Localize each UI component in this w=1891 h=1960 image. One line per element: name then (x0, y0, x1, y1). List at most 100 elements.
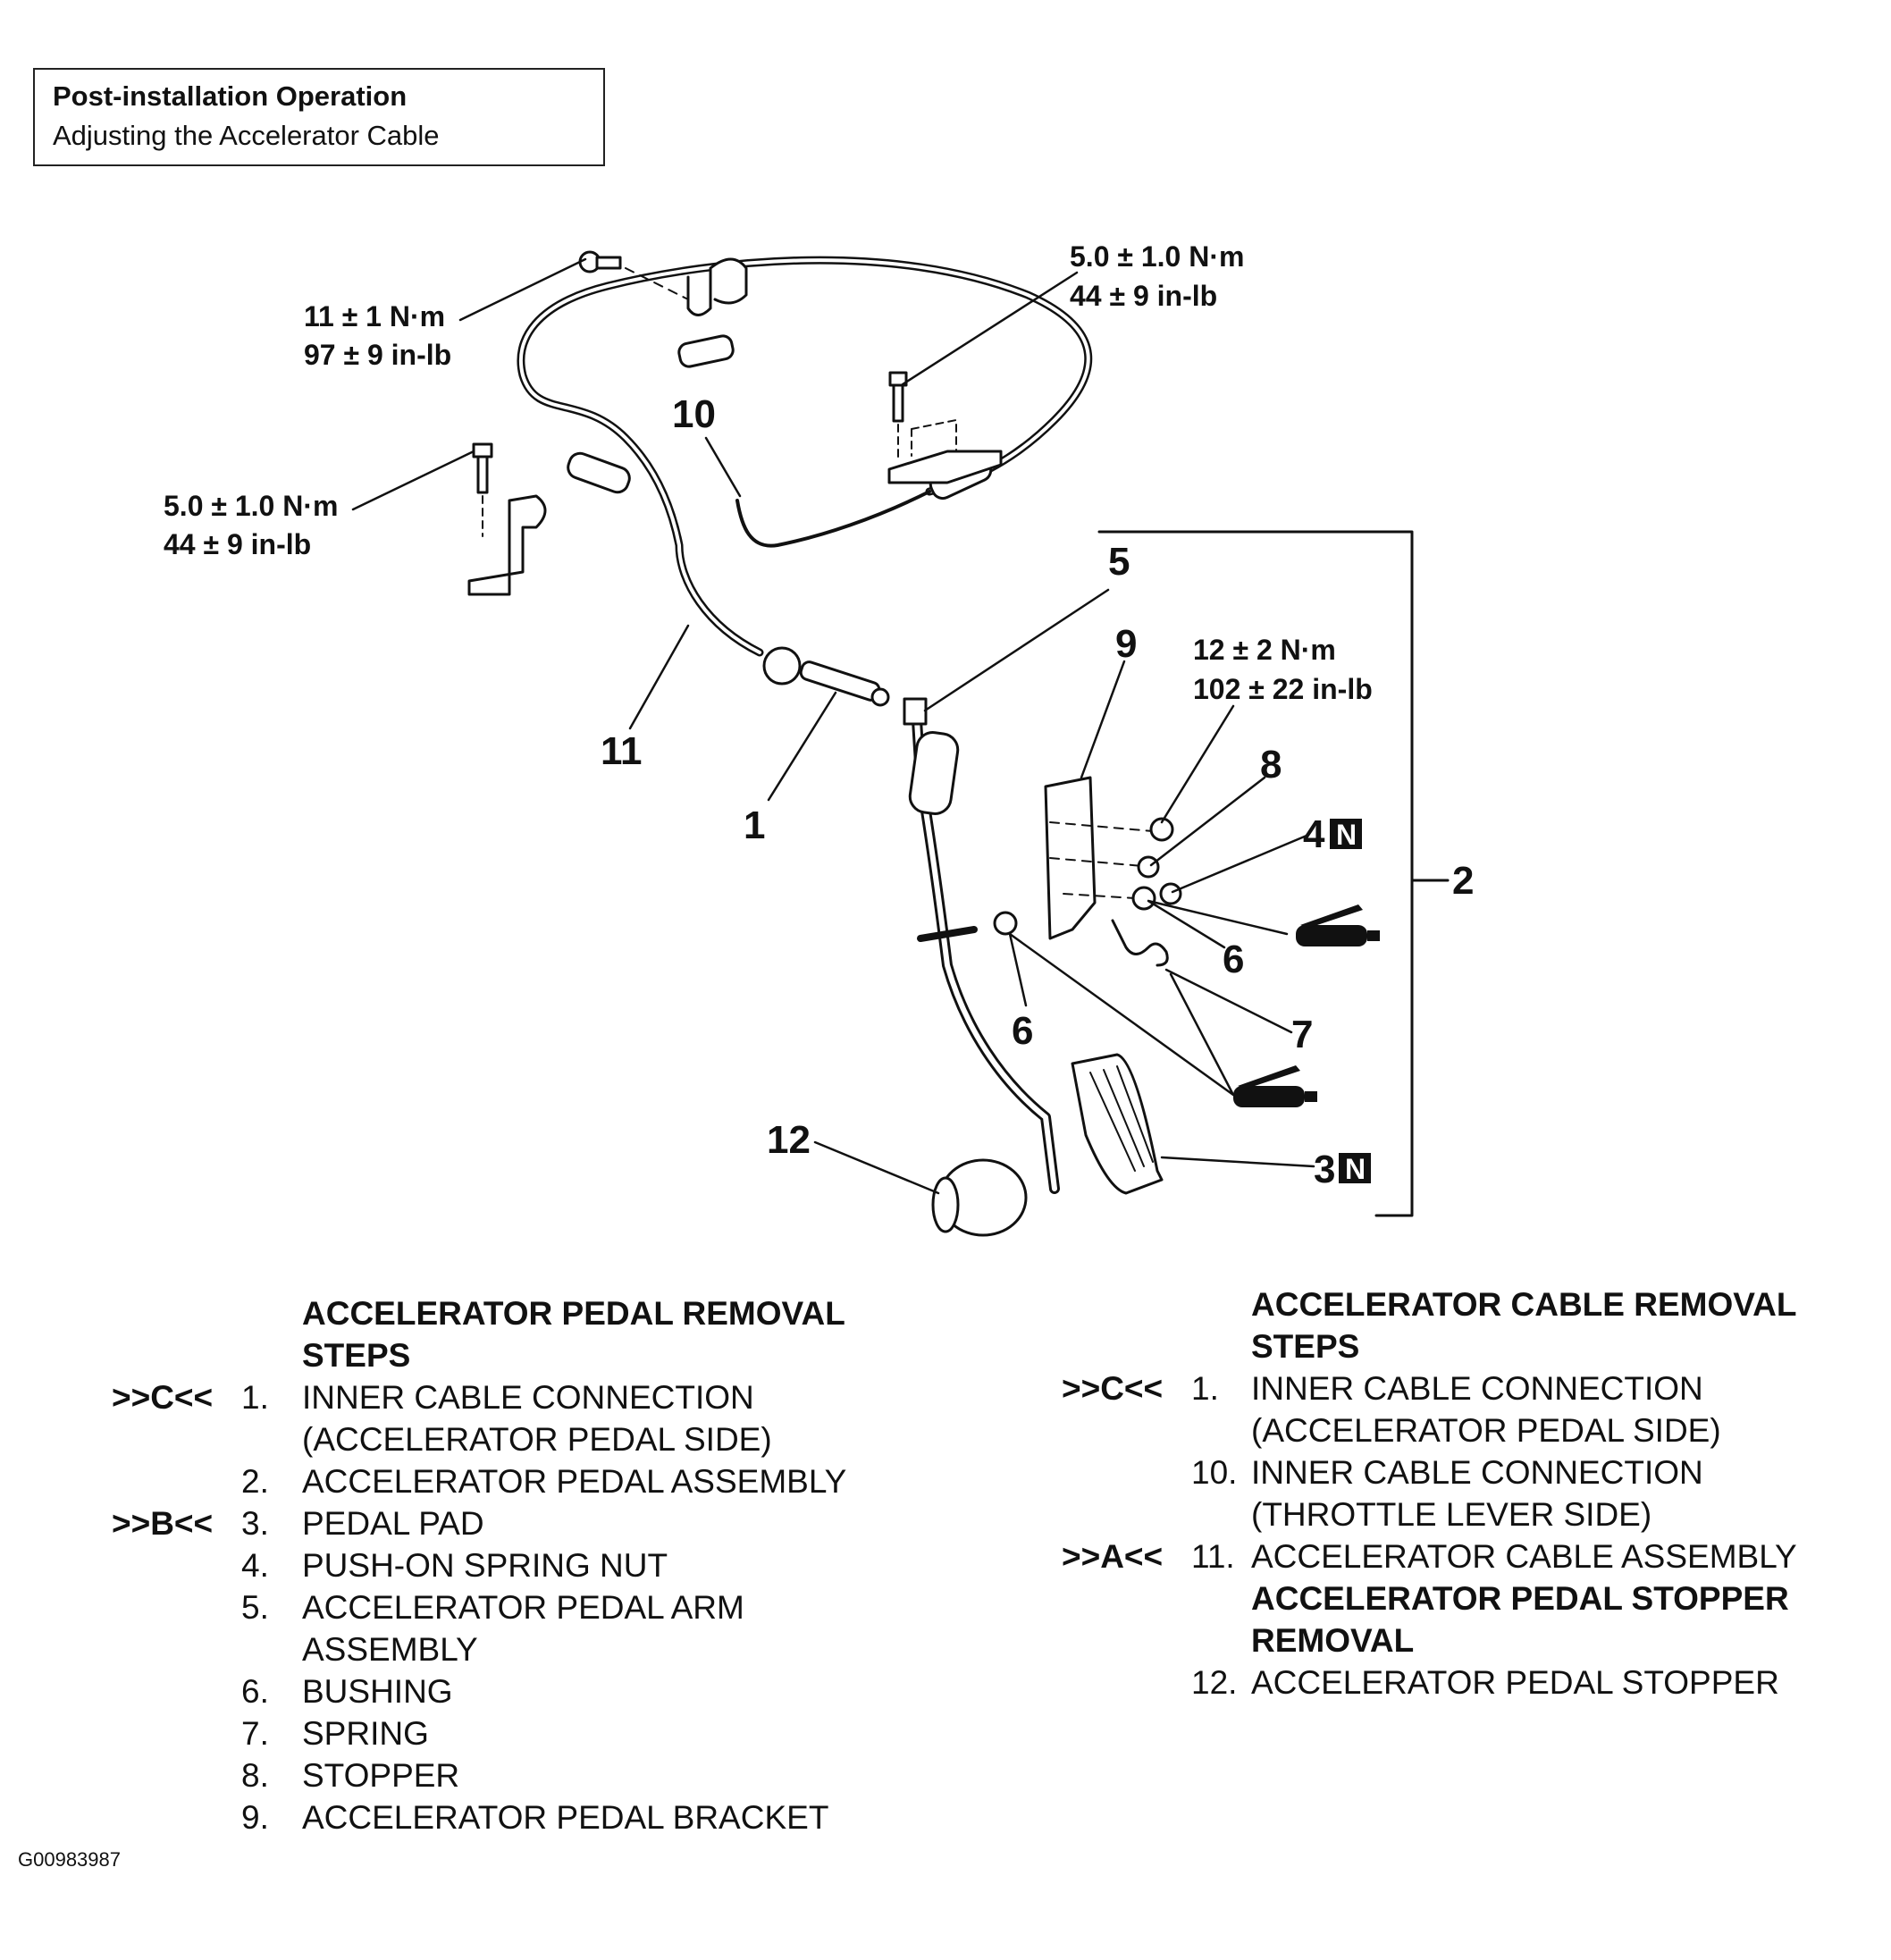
callout-7: 7 (1291, 1013, 1313, 1056)
leader-7 (1164, 968, 1293, 1034)
bolt-mid (888, 371, 908, 423)
callout-6-right: 6 (1223, 938, 1244, 981)
leader-1 (767, 691, 837, 802)
pedal-arm-pivot-shaft (917, 926, 978, 942)
right-subheading-2: REMOVAL (1251, 1622, 1415, 1659)
callout-9: 9 (1115, 622, 1137, 666)
torque-label-1-inlb: 97 ± 9 in-lb (304, 339, 451, 371)
leader-11 (628, 624, 690, 730)
torque-label-1-nm: 11 ± 1 N·m (304, 300, 445, 332)
left-step-5-num: 5. (241, 1589, 269, 1626)
callout-3: 3 (1314, 1148, 1335, 1191)
left-step-1-marker: >>C<< (112, 1379, 214, 1416)
bolt-left (472, 442, 493, 494)
left-step-3-marker: >>B<< (112, 1505, 214, 1542)
leader-12 (813, 1140, 940, 1195)
torque-label-3-inlb: 44 ± 9 in-lb (164, 528, 311, 560)
left-step-6-line-1: BUSHING (302, 1673, 453, 1710)
cable-end-fitting (799, 660, 881, 702)
leader-3 (1160, 1156, 1315, 1168)
torque-label-4-nm: 12 ± 2 N·m (1193, 634, 1336, 666)
left-step-7-num: 7. (241, 1715, 269, 1752)
torque-label-2-inlb: 44 ± 9 in-lb (1070, 280, 1217, 312)
left-step-6-num: 6. (241, 1673, 269, 1710)
right-step-1-line-2: (ACCELERATOR PEDAL SIDE) (1251, 1412, 1721, 1449)
assembly-bracket-line (1097, 530, 1414, 1217)
new-part-mark-4: N (1336, 819, 1357, 851)
left-step-2-num: 2. (241, 1463, 269, 1500)
stopper (1137, 855, 1160, 879)
bushing-right (1131, 886, 1156, 911)
left-step-8-num: 8. (241, 1757, 269, 1794)
callout-4: 4 (1303, 812, 1325, 856)
leader-t1 (458, 257, 587, 322)
bushing-left (993, 911, 1018, 936)
right-steps-heading-1: ACCELERATOR CABLE REMOVAL (1251, 1286, 1797, 1323)
callout-1: 1 (744, 803, 765, 847)
right-steps-heading-2: STEPS (1251, 1328, 1360, 1365)
header-box: Post-installation Operation Adjusting th… (33, 68, 605, 166)
new-part-badge-3: N (1339, 1153, 1371, 1185)
leader-t3 (351, 450, 475, 511)
torque-label-3-nm: 5.0 ± 1.0 N·m (164, 490, 338, 522)
pedal-arm-bushing-sleeve (908, 731, 960, 815)
left-step-5-line-1: ACCELERATOR PEDAL ARM (302, 1589, 744, 1626)
right-step-11-marker: >>A<< (1062, 1538, 1164, 1575)
push-on-nut (1159, 882, 1182, 905)
leader-t2 (901, 271, 1079, 386)
callout-8: 8 (1260, 743, 1282, 787)
bolt-dash-line (625, 267, 689, 300)
right-subheading-1: ACCELERATOR PEDAL STOPPER (1251, 1580, 1789, 1617)
left-step-9-num: 9. (241, 1799, 269, 1836)
leader-grease-lower (1008, 932, 1235, 1097)
leader-5 (923, 588, 1110, 712)
right-step-1-num: 1. (1191, 1370, 1219, 1407)
callout-6-left: 6 (1012, 1009, 1033, 1053)
pedal-arm-top (903, 697, 928, 726)
right-step-11-num: 11. (1191, 1538, 1235, 1575)
cable-sleeve-upper (677, 334, 735, 368)
left-step-9-line-1: ACCELERATOR PEDAL BRACKET (302, 1799, 829, 1836)
leader-8 (1149, 776, 1266, 867)
right-step-10-line-1: INNER CABLE CONNECTION (1251, 1454, 1703, 1491)
left-step-8-line-1: STOPPER (302, 1757, 460, 1794)
cable-bracket-mid (887, 450, 1003, 484)
right-step-1-marker: >>C<< (1062, 1370, 1164, 1407)
left-step-1-num: 1. (241, 1379, 269, 1416)
new-part-badge-4: N (1330, 819, 1362, 851)
left-step-7-line-1: SPRING (302, 1715, 429, 1752)
left-step-2-line-1: ACCELERATOR PEDAL ASSEMBLY (302, 1463, 847, 1500)
left-step-3-line-1: PEDAL PAD (302, 1505, 484, 1542)
leader-6-right (1147, 899, 1289, 949)
grease-icon-upper (1296, 904, 1380, 946)
leader-t4 (1160, 704, 1235, 824)
right-step-12-num: 12. (1191, 1664, 1238, 1701)
left-step-5-line-2: ASSEMBLY (302, 1631, 478, 1668)
torque-label-4-inlb: 102 ± 22 in-lb (1193, 673, 1373, 705)
figure-id: G00983987 (18, 1848, 121, 1871)
header-subtitle: Adjusting the Accelerator Cable (53, 120, 440, 151)
torque-label-2-nm: 5.0 ± 1.0 N·m (1070, 240, 1244, 273)
return-spring (1111, 919, 1169, 967)
pedal-bracket (1044, 776, 1097, 940)
leader-4 (1171, 834, 1308, 894)
cable-grommet (762, 646, 802, 686)
new-part-mark-3: N (1345, 1153, 1366, 1185)
left-step-4-num: 4. (241, 1547, 269, 1584)
cable-bracket-left (467, 494, 547, 596)
left-step-3-num: 3. (241, 1505, 269, 1542)
cable-clamp (686, 257, 748, 316)
cable-sleeve-left (567, 451, 631, 494)
right-step-10-line-2: (THROTTLE LEVER SIDE) (1251, 1496, 1652, 1533)
left-step-1-line-1: INNER CABLE CONNECTION (302, 1379, 754, 1416)
callout-10: 10 (672, 392, 716, 436)
stopper-nut (1149, 817, 1174, 842)
leader-10 (704, 436, 742, 498)
left-steps-heading-1: ACCELERATOR PEDAL REMOVAL (302, 1295, 845, 1332)
callout-5: 5 (1108, 540, 1130, 584)
right-step-12-line-1: ACCELERATOR PEDAL STOPPER (1251, 1664, 1779, 1701)
left-step-1-line-2: (ACCELERATOR PEDAL SIDE) (302, 1421, 772, 1458)
right-step-1-line-1: INNER CABLE CONNECTION (1251, 1370, 1703, 1407)
exploded-diagram: 11 ± 1 N·m 97 ± 9 in-lb 5.0 ± 1.0 N·m 44… (164, 240, 1474, 1237)
inner-cable-throttle (735, 490, 931, 548)
